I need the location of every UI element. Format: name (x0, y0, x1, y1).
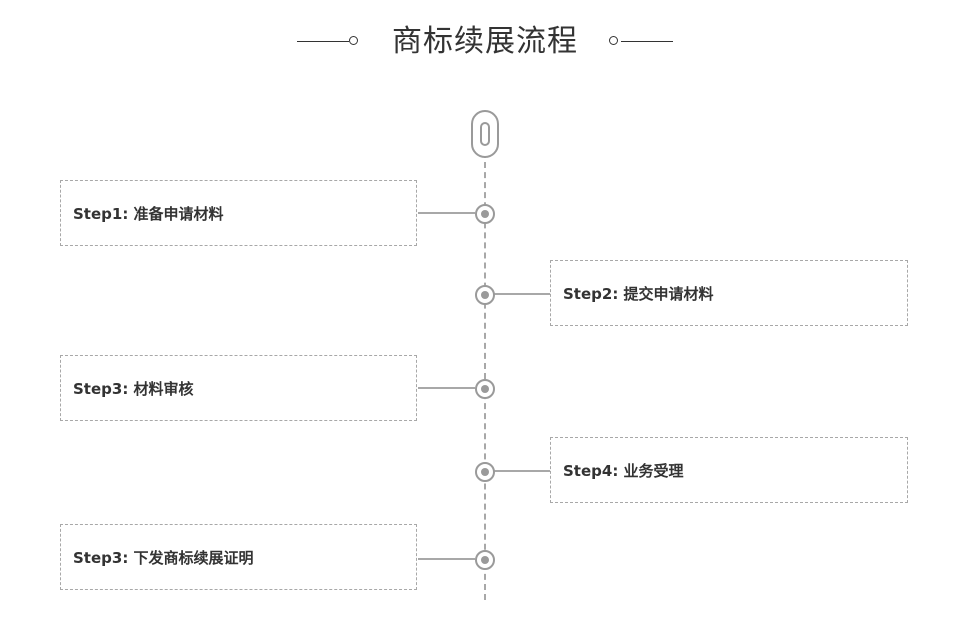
title-right-rule (621, 41, 673, 42)
step-node-4-icon (475, 462, 495, 482)
step-node-5-core (481, 556, 489, 564)
step-label-1: Step1: 准备申请材料 (73, 204, 224, 223)
step-node-2-icon (475, 285, 495, 305)
title-left-rule (297, 41, 349, 42)
step-label-2: Step2: 提交申请材料 (563, 284, 714, 303)
timeline-start-inner (480, 122, 490, 146)
title-left-dot-icon (349, 36, 358, 45)
step-node-2-core (481, 291, 489, 299)
page-title: 商标续展流程 (392, 24, 578, 59)
step-box-1: Step1: 准备申请材料 (60, 180, 417, 246)
step-box-2: Step2: 提交申请材料 (550, 260, 908, 326)
title-area: 商标续展流程 (0, 14, 970, 70)
step-box-3: Step3: 材料审核 (60, 355, 417, 421)
step-node-3-core (481, 385, 489, 393)
step-node-1-core (481, 210, 489, 218)
timeline-start-icon (471, 110, 499, 158)
step-box-4: Step4: 业务受理 (550, 437, 908, 503)
step-connector-2 (493, 293, 550, 295)
step-node-5-icon (475, 550, 495, 570)
step-node-3-icon (475, 379, 495, 399)
step-label-4: Step4: 业务受理 (563, 461, 684, 480)
step-box-5: Step3: 下发商标续展证明 (60, 524, 417, 590)
step-connector-3 (418, 387, 475, 389)
timeline-axis (484, 152, 486, 600)
step-node-4-core (481, 468, 489, 476)
step-connector-1 (418, 212, 475, 214)
step-label-3: Step3: 材料审核 (73, 379, 194, 398)
title-right-dot-icon (609, 36, 618, 45)
step-connector-5 (418, 558, 475, 560)
step-label-5: Step3: 下发商标续展证明 (73, 548, 254, 567)
step-node-1-icon (475, 204, 495, 224)
step-connector-4 (493, 470, 550, 472)
